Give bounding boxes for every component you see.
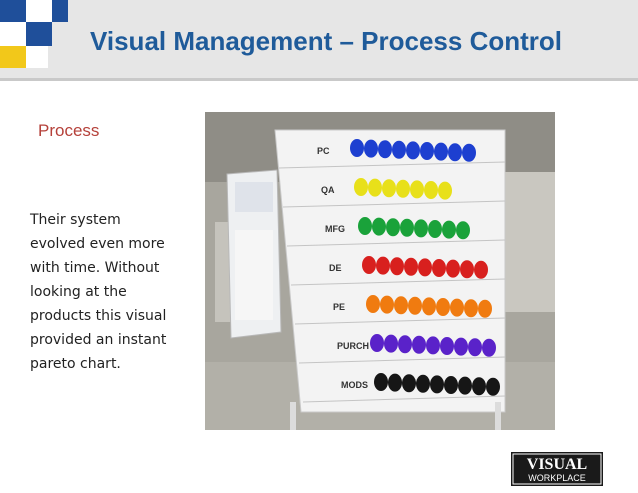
board-cup bbox=[366, 295, 380, 313]
board-cup bbox=[376, 256, 390, 275]
board-cup bbox=[414, 219, 428, 238]
board-cup bbox=[448, 143, 462, 162]
slide-title: Visual Management – Process Control bbox=[90, 26, 562, 56]
board-cup bbox=[460, 260, 474, 279]
board-row-divider bbox=[278, 161, 506, 169]
board-cup bbox=[462, 143, 476, 162]
board-cup bbox=[410, 180, 424, 199]
board-cup bbox=[420, 142, 434, 160]
board-cup bbox=[458, 376, 472, 395]
board-row-label: QA bbox=[321, 185, 335, 195]
board-cup bbox=[374, 373, 388, 391]
board-row-label: MODS bbox=[341, 380, 368, 390]
board-cup bbox=[434, 142, 448, 161]
section-label: Process bbox=[38, 121, 100, 140]
board-cup bbox=[358, 217, 372, 235]
body-line: looking at the bbox=[30, 284, 127, 300]
header-divider bbox=[0, 78, 638, 81]
board-row-divider bbox=[294, 317, 506, 325]
board-cup bbox=[478, 299, 492, 318]
process-board-illustration: PC QA MFG DE PE PURCH MODS bbox=[205, 112, 555, 430]
board-cup bbox=[440, 337, 454, 355]
board-cup bbox=[394, 296, 408, 315]
board-cup bbox=[486, 377, 500, 396]
board-cup bbox=[446, 259, 460, 278]
board-row-label: MFG bbox=[325, 224, 345, 234]
board-cup bbox=[396, 179, 410, 198]
board-cup bbox=[386, 218, 400, 237]
body-line: evolved even more bbox=[30, 236, 165, 252]
board-cup bbox=[380, 295, 394, 314]
board-cup bbox=[398, 335, 412, 354]
board-cup bbox=[432, 259, 446, 277]
board-cup bbox=[468, 338, 482, 357]
board-cup bbox=[406, 141, 420, 160]
board-cup bbox=[436, 298, 450, 316]
board-cup bbox=[404, 257, 418, 276]
board-row-label: PE bbox=[333, 302, 345, 312]
board-cup bbox=[428, 220, 442, 238]
board-cup bbox=[442, 220, 456, 239]
checker-logo-icon bbox=[0, 0, 78, 70]
body-text: Their system evolved even more with time… bbox=[30, 208, 190, 376]
board-cup bbox=[384, 334, 398, 353]
brand-line2: WORKPLACE bbox=[528, 473, 586, 483]
board-cup bbox=[426, 336, 440, 355]
body-line: pareto chart. bbox=[30, 356, 121, 372]
board-row-divider bbox=[290, 278, 506, 286]
board-cup bbox=[444, 376, 458, 394]
board-cup bbox=[438, 181, 452, 200]
board-cup bbox=[408, 296, 422, 315]
board-cup bbox=[418, 258, 432, 277]
board-row-divider bbox=[286, 239, 506, 247]
board-row-divider bbox=[282, 200, 506, 208]
board-cup bbox=[350, 139, 364, 157]
board-row-label: PC bbox=[317, 146, 330, 156]
board-cup bbox=[400, 218, 414, 237]
board-cup bbox=[364, 139, 378, 158]
body-line: provided an instant bbox=[30, 332, 167, 348]
board-cup bbox=[464, 299, 478, 318]
board-cup bbox=[402, 374, 416, 393]
board-cup bbox=[424, 181, 438, 199]
board-cup bbox=[422, 297, 436, 316]
board-cup bbox=[370, 334, 384, 352]
board-cup bbox=[472, 377, 486, 396]
board-cup bbox=[416, 374, 430, 393]
process-board-photo: PC QA MFG DE PE PURCH MODS bbox=[205, 112, 555, 430]
board-row-divider bbox=[298, 356, 506, 364]
board-cup bbox=[378, 140, 392, 159]
visual-workplace-logo: VISUAL WORKPLACE bbox=[511, 452, 603, 486]
board-cup bbox=[474, 260, 488, 279]
board-cup bbox=[456, 221, 470, 240]
board-cup bbox=[450, 298, 464, 317]
board-cup bbox=[354, 178, 368, 196]
board-cup bbox=[382, 179, 396, 198]
board-cup bbox=[362, 256, 376, 274]
body-line: Their system bbox=[30, 212, 121, 228]
brand-line1: VISUAL bbox=[527, 456, 587, 473]
board-cup bbox=[388, 373, 402, 392]
board-cup bbox=[430, 375, 444, 394]
board-cup bbox=[482, 338, 496, 357]
header-bar bbox=[0, 0, 638, 78]
board-cup bbox=[392, 140, 406, 159]
board-cup bbox=[372, 217, 386, 236]
body-line: products this visual bbox=[30, 308, 167, 324]
board-cup bbox=[412, 335, 426, 354]
board-row-label: PURCH bbox=[337, 341, 369, 351]
board-cup bbox=[390, 257, 404, 276]
board-row-label: DE bbox=[329, 263, 342, 273]
board-cup bbox=[368, 178, 382, 197]
board-cup bbox=[454, 337, 468, 356]
body-line: with time. Without bbox=[30, 260, 160, 276]
board-row-divider bbox=[302, 395, 506, 403]
